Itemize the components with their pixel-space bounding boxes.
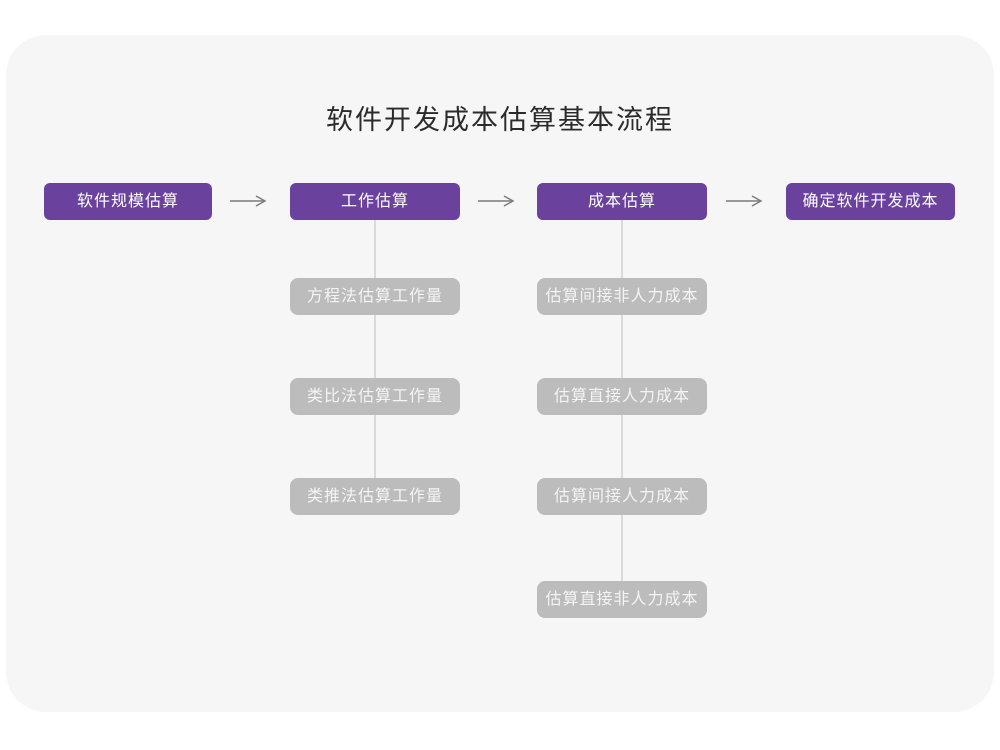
- stage-box-software-scale-estimation: 软件规模估算: [44, 183, 212, 220]
- substep-box-indirect-labor-cost: 估算间接人力成本: [537, 478, 707, 515]
- substep-box-equation-method: 方程法估算工作量: [290, 278, 460, 315]
- stage-box-cost-estimation: 成本估算: [537, 183, 707, 220]
- substep-box-extrapolation-method: 类推法估算工作量: [290, 478, 460, 515]
- connector-line-work-estimation: [374, 220, 376, 478]
- substep-box-analogy-method: 类比法估算工作量: [290, 378, 460, 415]
- substep-box-indirect-nonlabor-cost: 估算间接非人力成本: [537, 278, 707, 315]
- page-title: 软件开发成本估算基本流程: [326, 105, 674, 135]
- stage-box-work-estimation: 工作估算: [290, 183, 460, 220]
- right-arrow-icon: [230, 195, 267, 207]
- card-background: [6, 35, 994, 712]
- substep-box-direct-labor-cost: 估算直接人力成本: [537, 378, 707, 415]
- stage-box-determine-development-cost: 确定软件开发成本: [786, 183, 955, 220]
- right-arrow-icon: [726, 195, 763, 207]
- right-arrow-icon: [478, 195, 515, 207]
- substep-box-direct-nonlabor-cost: 估算直接非人力成本: [537, 581, 707, 618]
